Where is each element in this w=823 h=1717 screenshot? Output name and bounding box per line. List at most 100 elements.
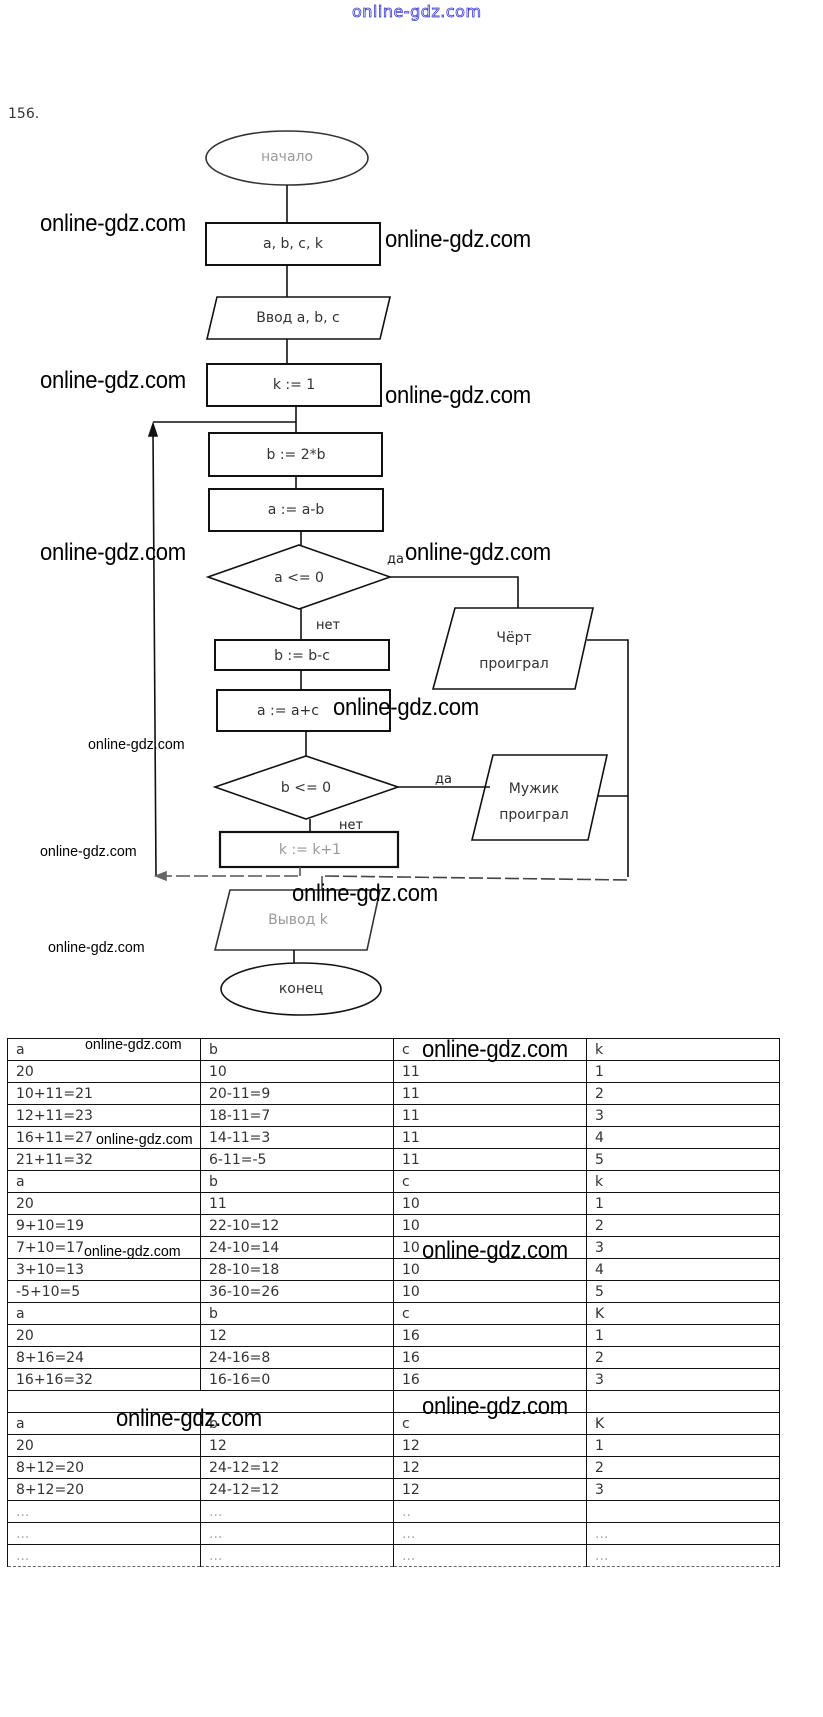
- init-k-block: [206, 363, 382, 407]
- table-cell: 11: [393, 1148, 587, 1171]
- table-cell: 1: [586, 1060, 780, 1083]
- task-number: 156.: [8, 106, 40, 122]
- b-minus-c-label: b := b-c: [274, 648, 330, 664]
- table-cell: c: [393, 1170, 587, 1193]
- watermark: online-gdz.com: [40, 843, 137, 860]
- devil-lost-line2: проиграл: [479, 656, 548, 672]
- a-minus-b-label: a := a-b: [268, 502, 325, 518]
- table-cell: 9+10=19: [7, 1214, 201, 1237]
- table-cell: 3: [586, 1104, 780, 1127]
- table-cell: 5: [586, 1148, 780, 1171]
- table-cell: 24-10=14: [200, 1236, 394, 1259]
- table-cell: 20: [7, 1192, 201, 1215]
- table-cell: 16: [393, 1324, 587, 1347]
- init-k-label: k := 1: [273, 377, 315, 393]
- table-cell: K: [586, 1302, 780, 1325]
- table-cell: 1: [586, 1192, 780, 1215]
- table-cell: 11: [393, 1126, 587, 1149]
- table-cell: 1: [586, 1434, 780, 1457]
- table-cell: 24-16=8: [200, 1346, 394, 1369]
- table-cell: 4: [586, 1258, 780, 1281]
- table-cell: 8+16=24: [7, 1346, 201, 1369]
- table-cell: 16-16=0: [200, 1368, 394, 1391]
- table-cell: 4: [586, 1126, 780, 1149]
- table-cell: [586, 1500, 780, 1523]
- b-minus-c-block: [214, 639, 390, 671]
- table-cell: 8+12=20: [7, 1456, 201, 1479]
- table-cell: 12: [200, 1324, 394, 1347]
- table-cell: 10: [393, 1192, 587, 1215]
- table-cell: 11: [393, 1082, 587, 1105]
- table-cell: ...: [200, 1544, 394, 1567]
- table-cell: 16: [393, 1346, 587, 1369]
- table-cell: ...: [7, 1500, 201, 1523]
- exit-line: [324, 875, 629, 881]
- start-label: начало: [261, 149, 313, 165]
- table-cell: ...: [586, 1522, 780, 1545]
- table-cell: 5: [586, 1280, 780, 1303]
- loop-back-vertical: [152, 431, 157, 877]
- declare-block: [205, 222, 381, 266]
- table-cell: ...: [200, 1522, 394, 1545]
- table-cell: 2: [586, 1346, 780, 1369]
- watermark: online-gdz.com: [116, 1405, 262, 1432]
- table-cell: 3: [586, 1368, 780, 1391]
- table-cell: ..: [393, 1500, 587, 1523]
- table-cell: c: [393, 1302, 587, 1325]
- no-label-2: нет: [339, 818, 363, 833]
- table-cell: b: [200, 1038, 394, 1061]
- table-cell: ...: [586, 1544, 780, 1567]
- table-cell: ...: [7, 1522, 201, 1545]
- table-cell: 22-10=12: [200, 1214, 394, 1237]
- cond-b-label: b <= 0: [281, 780, 331, 796]
- table-cell: b: [200, 1302, 394, 1325]
- watermark: online-gdz.com: [40, 210, 186, 237]
- watermark: online-gdz.com: [84, 1243, 181, 1260]
- devil-lost-line1: Чёрт: [496, 630, 531, 646]
- table-cell: 36-10=26: [200, 1280, 394, 1303]
- table-row: ............: [7, 1522, 780, 1545]
- table-cell: 12: [393, 1434, 587, 1457]
- table-cell: 21+11=32: [7, 1148, 201, 1171]
- a-minus-b-block: [208, 488, 384, 532]
- watermark: online-gdz.com: [385, 226, 531, 253]
- output-label: Вывод k: [268, 912, 329, 928]
- table-cell: ...: [200, 1500, 394, 1523]
- table-cell: 12: [393, 1456, 587, 1479]
- double-b-label: b := 2*b: [266, 447, 325, 463]
- table-cell: ...: [7, 1544, 201, 1567]
- table-cell: 14-11=3: [200, 1126, 394, 1149]
- table-cell: 12+11=23: [7, 1104, 201, 1127]
- table-row: ............: [7, 1544, 780, 1567]
- output-block: [213, 889, 381, 951]
- site-header-logo[interactable]: online-gdz.com: [352, 2, 482, 22]
- table-cell: ...: [393, 1522, 587, 1545]
- watermark: online-gdz.com: [292, 880, 438, 907]
- a-plus-c-label: a := a+c: [257, 703, 319, 719]
- table-cell: 28-10=18: [200, 1258, 394, 1281]
- watermark: online-gdz.com: [85, 1036, 182, 1053]
- watermark: online-gdz.com: [333, 694, 479, 721]
- watermark: online-gdz.com: [405, 539, 551, 566]
- table-cell: 11: [200, 1192, 394, 1215]
- table-cell: 10: [200, 1060, 394, 1083]
- table-cell: 2: [586, 1456, 780, 1479]
- flowchart: начало a, b, c, k Ввод a, b, c k := 1 b …: [147, 130, 629, 1016]
- table-cell: k: [586, 1170, 780, 1193]
